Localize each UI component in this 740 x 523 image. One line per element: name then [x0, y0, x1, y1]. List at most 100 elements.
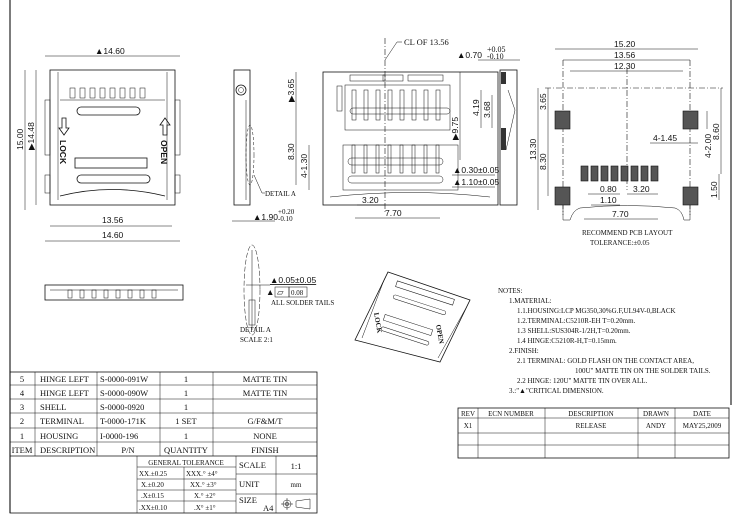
- side-hinge-inner: [238, 87, 244, 93]
- bom-row: 1 HOUSING I-0000-196 1 NONE: [20, 431, 277, 441]
- dim-368: 3.68: [482, 101, 492, 118]
- side-body: [233, 69, 251, 206]
- scale-value: 1:1: [291, 461, 302, 471]
- bom-description: SHELL: [40, 402, 66, 412]
- pcb-layout: 15.20 13.56 12.30 13.30 3.65 8.30 8.60 4…: [528, 39, 723, 247]
- contact-slot: [347, 157, 444, 166]
- iso-slot: [380, 326, 430, 346]
- bom-quantity: 1 SET: [175, 416, 197, 426]
- note-line: 3.:"▲"CRITICAL DIMENSION.: [509, 387, 604, 395]
- general-tolerance: GENERAL TOLERANCE XX.±0.25 XXX.° ±4° X.±…: [136, 456, 237, 513]
- front-bottom-curve: [59, 189, 166, 197]
- dim-975: ▶9.75: [450, 117, 460, 140]
- bottom-body: [44, 284, 184, 301]
- pcb-dim-320: 3.20: [633, 184, 650, 194]
- right-detail: [501, 128, 506, 150]
- contact-view: CL OF 13.56 ▶3.65 8.30 4-1.30 ▶9.75 ▲0.3…: [286, 37, 499, 219]
- bom-row: 3 SHELL S-0000-0920 1: [20, 402, 188, 412]
- contact-body: [322, 71, 499, 206]
- drawn-cell: ANDY: [646, 422, 666, 430]
- bom-header-quantity: QUANTITY: [164, 445, 208, 455]
- unit-value: mm: [291, 481, 302, 489]
- bom-item: 2: [20, 416, 24, 426]
- detail-a-scale: SCALE 2:1: [240, 336, 273, 344]
- open-label: OPEN: [159, 140, 169, 164]
- dim-bottom-inner: 13.56: [102, 215, 124, 225]
- pcb-dim-1330: 13.30: [528, 138, 538, 160]
- iso-bottom-pins: [382, 314, 434, 336]
- bom-table: 5 HINGE LEFT S-0000-091W 1 MATTE TIN 4 H…: [9, 371, 318, 514]
- pcb-dim-770: 7.70: [612, 209, 629, 219]
- tolerance-linear: XX.±0.25: [139, 470, 167, 478]
- size-value: A4: [263, 503, 274, 513]
- pcb-dim-1520: 15.20: [614, 39, 636, 49]
- pcb-pad: [682, 110, 699, 130]
- tolerance-linear: .X±0.15: [141, 492, 164, 500]
- pcb-pad: [682, 186, 699, 206]
- bom-item: 4: [20, 388, 25, 398]
- leader-line: [253, 174, 265, 194]
- general-tolerance-title: GENERAL TOLERANCE: [148, 459, 224, 467]
- isometric-view: LOCK OPEN: [354, 271, 471, 363]
- description-cell: RELEASE: [576, 422, 607, 430]
- front-lower-contacts: [74, 157, 148, 169]
- drawn-header: DRAWN: [643, 410, 669, 418]
- notes: NOTES: 1.MATERIAL: 1.1.HOUSING:LCP MG350…: [498, 287, 711, 395]
- date-header: DATE: [693, 410, 711, 418]
- centerline-label: CL OF 13.56: [404, 37, 449, 47]
- front-left-tab-low: [44, 174, 51, 194]
- tolerance-angular: XXX.° ±4°: [186, 470, 218, 478]
- pcb-dim-4-145: 4-1.45: [653, 133, 677, 143]
- bom-finish: NONE: [253, 431, 277, 441]
- lock-arrow-icon: [58, 117, 70, 136]
- bom-pn: S-0000-091W: [100, 374, 148, 384]
- detail-a-dim: ▲0.05±0.05: [270, 275, 316, 285]
- iso-open-label: OPEN: [434, 324, 445, 345]
- bom-item: 3: [20, 402, 24, 412]
- bom-description: HINGE LEFT: [40, 388, 90, 398]
- detail-a-callout: DETAIL A: [265, 190, 296, 198]
- bom-header-finish: FINISH: [251, 445, 278, 455]
- dim-thickness-tol-plus: +0.20: [278, 208, 295, 216]
- bom-row: 4 HINGE LEFT S-0000-090W 1 MATTE TIN: [20, 388, 287, 398]
- pcb-dim-1230: 12.30: [614, 61, 636, 71]
- bom-finish: MATTE TIN: [243, 388, 287, 398]
- title-block: SCALE 1:1 UNIT mm SIZE A4: [236, 456, 317, 513]
- dim-thickness-tol-minus: -0.10: [278, 215, 293, 223]
- iso-lock-label: LOCK: [372, 312, 384, 334]
- side-slot: [336, 85, 343, 112]
- detail-a-title: DETAIL A: [240, 326, 271, 334]
- bom-quantity: 1: [184, 388, 188, 398]
- bom-description: HINGE LEFT: [40, 374, 90, 384]
- note-line: 1.3 SHELL:SUS304R-1/2H,T=0.20mm.: [517, 327, 631, 335]
- bom-header-row: ITEM DESCRIPTION P/N QUANTITY FINISH: [12, 445, 279, 455]
- flatness-value-box: [288, 286, 308, 298]
- pcb-dim-860: 8.60: [711, 123, 721, 140]
- front-right-tab-low: [174, 174, 181, 194]
- right-detail: [501, 72, 506, 84]
- note-line: 1.4 HINGE:C5210R-H,T=0.15mm.: [517, 337, 617, 345]
- top-window: [349, 74, 386, 82]
- bom-pn: I-0000-196: [100, 431, 138, 441]
- dim-height-inner: ▶14.48: [26, 122, 36, 150]
- projection-symbol-icon: [281, 498, 311, 510]
- tolerance-angular: .X° ±1°: [194, 504, 216, 512]
- bom-finish: MATTE TIN: [243, 374, 287, 384]
- bom-item: 5: [20, 374, 24, 384]
- note-line: 1.2.TERMINAL:C5210R-EH T=0.20mm.: [517, 317, 636, 325]
- pcb-signal-pads: [580, 165, 659, 182]
- notes-heading: NOTES:: [498, 287, 523, 295]
- tolerance-angular: X.° ±2°: [194, 492, 216, 500]
- front-left-tab: [44, 99, 51, 156]
- bom-quantity: 1: [184, 402, 188, 412]
- bom-header-pn: P/N: [121, 445, 134, 455]
- detail-a-note: ALL SOLDER TAILS: [271, 299, 334, 307]
- pcb-board-edge: [562, 205, 691, 221]
- iso-edge: [361, 271, 389, 339]
- rev-header: REV: [461, 410, 475, 418]
- note-line: 2.2 HINGE: 120U" MATTE TIN OVER ALL.: [517, 377, 648, 385]
- dim-110: ▲1.10±0.05: [453, 177, 499, 187]
- detail-a-ellipse: [243, 244, 261, 336]
- upper-contact-area: [344, 84, 451, 131]
- pcb-dim-080: 0.80: [600, 184, 617, 194]
